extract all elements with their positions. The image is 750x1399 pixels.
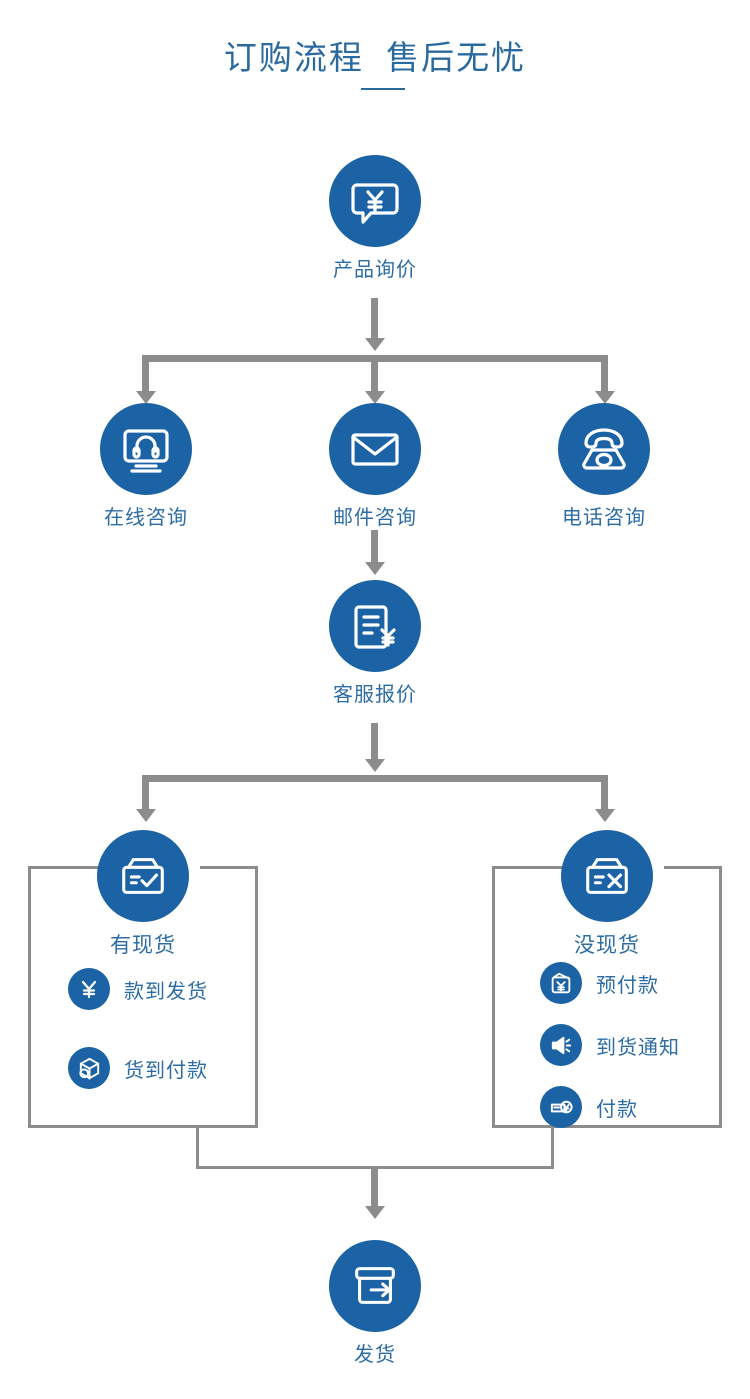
connector-fan-mid — [371, 355, 378, 393]
node-online-consult[interactable]: 在线咨询 — [66, 403, 226, 530]
sub-item-payment[interactable]: 付款 — [540, 1086, 638, 1128]
sub-item-label: 付款 — [596, 1098, 638, 1121]
node-label: 电话咨询 — [562, 507, 646, 529]
telephone-icon — [558, 403, 650, 495]
package-box-icon — [68, 1047, 110, 1089]
sub-item-label: 预付款 — [596, 974, 659, 997]
sub-item-cash-on-delivery[interactable]: 货到付款 — [68, 1047, 208, 1089]
connector-split-bar — [142, 775, 608, 782]
arrowhead-split-left — [136, 809, 156, 822]
arrowhead-email-to-quote — [365, 562, 385, 575]
box-arrow-out-icon — [329, 1240, 421, 1332]
node-label: 在线咨询 — [104, 507, 188, 529]
box-check-icon — [97, 830, 189, 922]
arrowhead-fan-right — [595, 391, 615, 404]
box-cross-icon — [561, 830, 653, 922]
wallet-yen-icon — [540, 962, 582, 1004]
sub-item-pay-then-ship[interactable]: 款到发货 — [68, 968, 208, 1010]
sub-item-prepayment[interactable]: 预付款 — [540, 962, 659, 1004]
arrowhead-quote-down — [365, 759, 385, 772]
connector-split-left — [142, 775, 149, 811]
monitor-headset-icon — [100, 403, 192, 495]
node-out-of-stock[interactable]: 没现货 — [527, 830, 687, 958]
title-underline — [361, 87, 405, 90]
arrowhead-merge-to-end — [365, 1206, 385, 1219]
speaker-icon — [540, 1024, 582, 1066]
sub-item-label: 款到发货 — [124, 980, 208, 1003]
arrowhead-fan-mid — [365, 391, 385, 404]
document-yen-icon — [329, 580, 421, 672]
yen-circle-icon — [68, 968, 110, 1010]
arrowhead-fan-left — [136, 391, 156, 404]
envelope-icon — [329, 403, 421, 495]
connector-quote-down — [371, 723, 378, 761]
page-header: 订购流程 售后无忧 — [0, 38, 750, 90]
connector-merge-to-end — [371, 1166, 378, 1208]
card-yen-icon — [540, 1086, 582, 1128]
node-label: 产品询价 — [333, 259, 417, 281]
connector-merge-left-down — [196, 1128, 199, 1168]
arrowhead-start-down — [365, 338, 385, 351]
box-title-label: 有现货 — [110, 934, 176, 957]
connector-split-right — [601, 775, 608, 811]
sub-item-label: 货到付款 — [124, 1059, 208, 1082]
arrowhead-split-right — [595, 809, 615, 822]
sub-item-arrival-notice[interactable]: 到货通知 — [540, 1024, 680, 1066]
connector-start-down — [371, 298, 378, 340]
connector-fan-left — [142, 355, 149, 393]
sub-item-label: 到货通知 — [596, 1036, 680, 1059]
speech-bubble-yen-icon — [329, 155, 421, 247]
node-phone-consult[interactable]: 电话咨询 — [524, 403, 684, 530]
box-title-label: 没现货 — [574, 934, 640, 957]
node-ship-out[interactable]: 发货 — [295, 1240, 455, 1367]
connector-fan-right — [601, 355, 608, 393]
node-product-inquiry[interactable]: 产品询价 — [295, 155, 455, 282]
page-title: 订购流程 售后无忧 — [223, 39, 527, 76]
connector-email-to-quote — [371, 530, 378, 564]
node-label: 客服报价 — [333, 684, 417, 706]
connector-merge-right-down — [551, 1128, 554, 1168]
node-label: 发货 — [354, 1344, 396, 1366]
node-email-consult[interactable]: 邮件咨询 — [295, 403, 455, 530]
node-label: 邮件咨询 — [333, 507, 417, 529]
node-in-stock[interactable]: 有现货 — [63, 830, 223, 958]
node-service-quote[interactable]: 客服报价 — [295, 580, 455, 707]
